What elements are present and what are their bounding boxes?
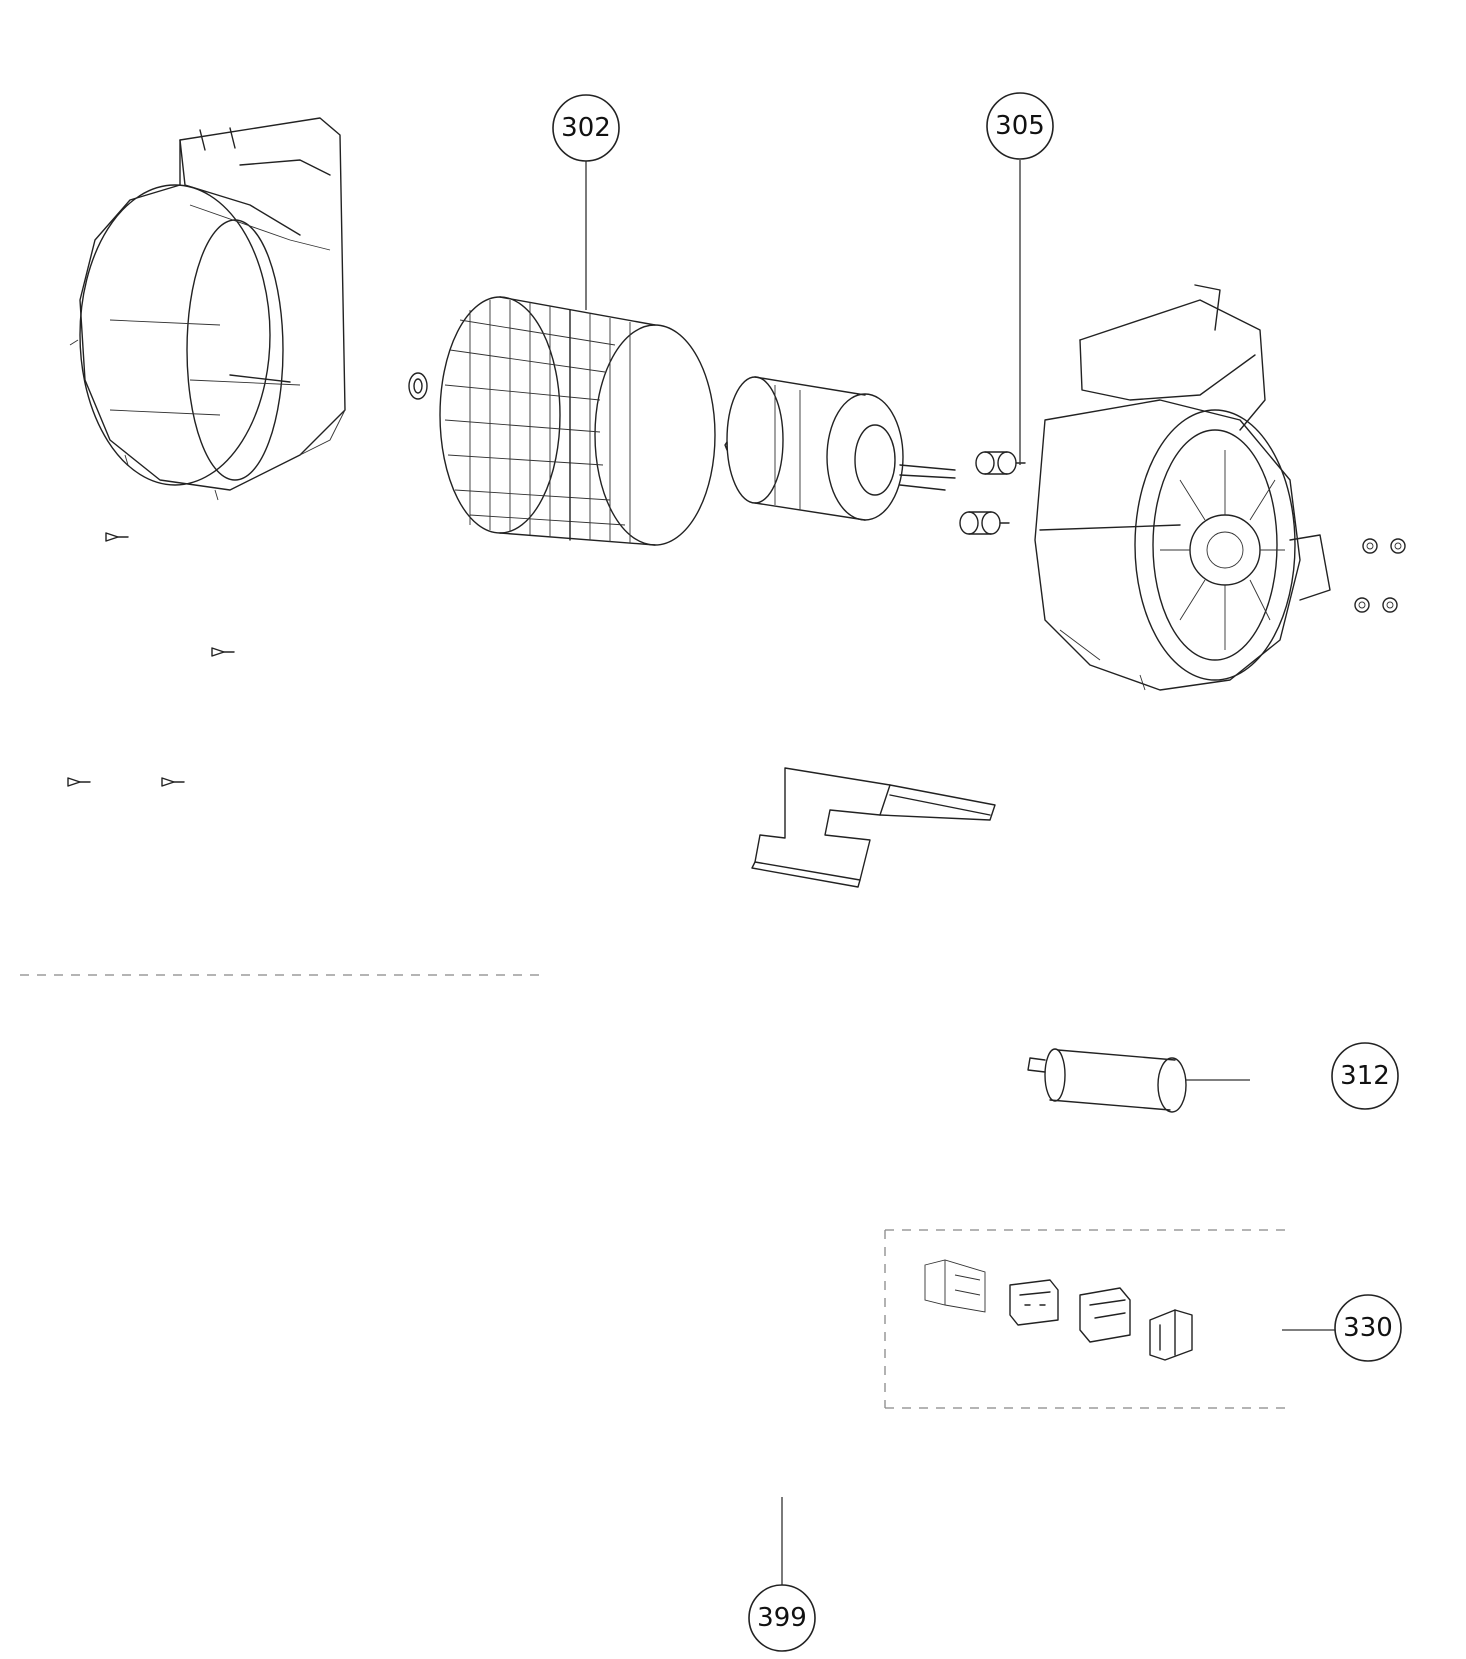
capacitor (1027, 1048, 1187, 1113)
callout-399[interactable]: 399 (748, 1584, 816, 1652)
callout-330[interactable]: 330 (1334, 1294, 1402, 1362)
mounting-bracket (751, 767, 996, 888)
callout-305[interactable]: 305 (986, 92, 1054, 160)
blower-wheel (439, 296, 716, 546)
callout-330-label: 330 (1343, 1313, 1393, 1343)
nut-group (1354, 538, 1406, 613)
callout-305-label: 305 (995, 111, 1045, 141)
screw-group (67, 532, 235, 787)
rubber-mounts (959, 451, 1026, 535)
blower-housing-front (69, 117, 346, 501)
callout-302-label: 302 (561, 113, 611, 143)
callout-312[interactable]: 312 (1331, 1042, 1399, 1110)
callout-302[interactable]: 302 (552, 94, 620, 162)
blower-housing-rear (1034, 284, 1331, 691)
callout-312-label: 312 (1340, 1061, 1390, 1091)
leader-lines (585, 160, 1335, 1585)
connector-group (884, 1229, 1285, 1409)
washer (408, 372, 428, 400)
motor (724, 376, 956, 521)
callout-399-label: 399 (757, 1603, 807, 1633)
connector-4 (1149, 1309, 1193, 1361)
connector-1 (924, 1259, 986, 1313)
connector-3 (1079, 1287, 1131, 1343)
connector-2 (1009, 1279, 1059, 1326)
